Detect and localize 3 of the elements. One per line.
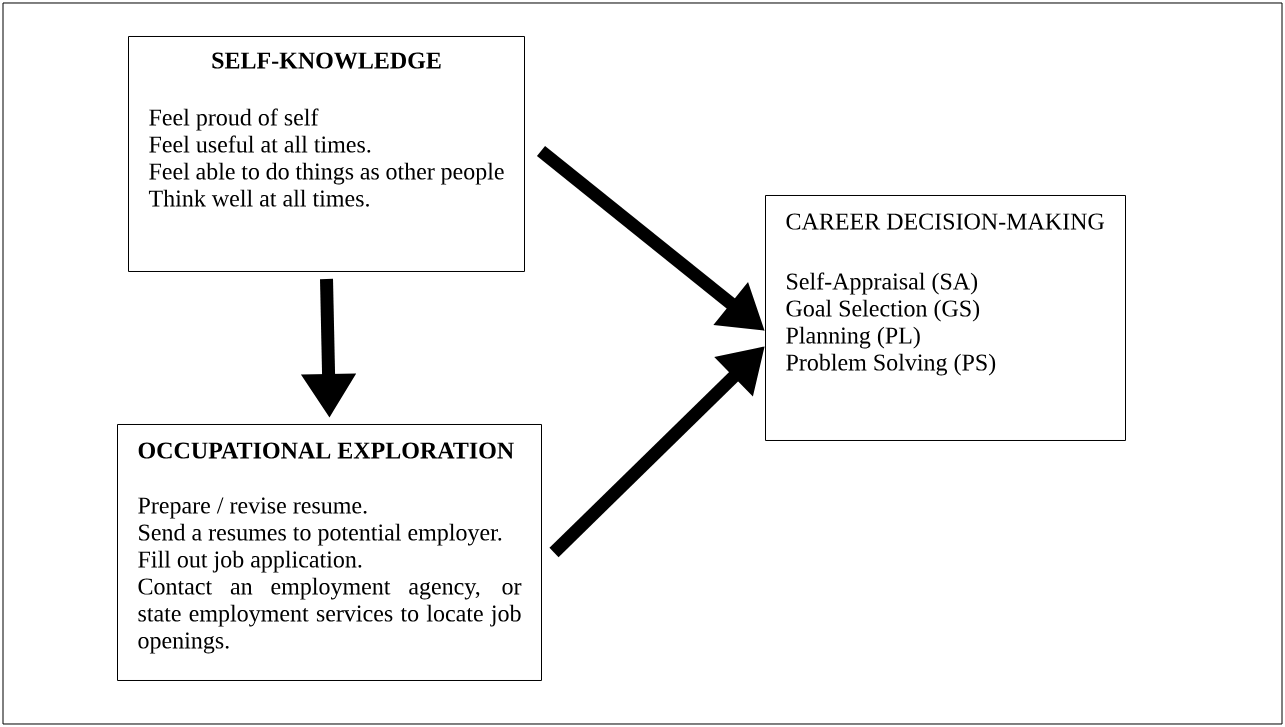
- text-box: SELF-KNOWLEDGE Feel proud of self Feel useful at all times. Feel able to do things as other people Think well at all times.: [128, 36, 525, 272]
- text-box: OCCUPATIONAL EXPLORATION Prepare / revise resume. Send a resumes to potential employer. Fill out job application. Contact an employment agency, or state employment services to locate job openings.: [117, 424, 542, 681]
- text-box: CAREER DECISION-MAKING Self-Appraisal (SA) Goal Selection (GS) Planning (PL) Problem Solving (PS): [765, 195, 1126, 441]
